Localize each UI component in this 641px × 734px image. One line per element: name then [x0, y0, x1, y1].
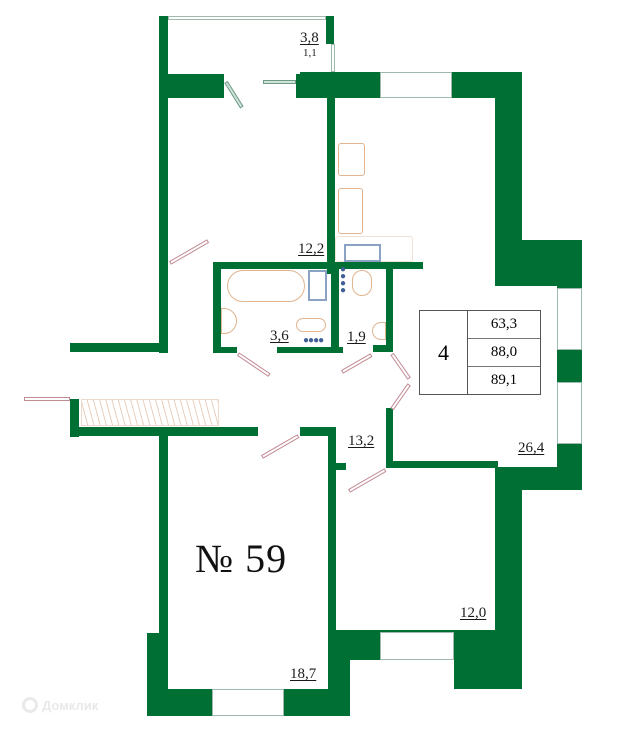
bedroom-bottom-left-area-label: 18,7	[290, 666, 317, 682]
living-area-label: 26,4	[518, 440, 545, 456]
wall-top-right-a	[300, 72, 380, 98]
living-door-b[interactable]	[390, 383, 411, 411]
wall-bath-bottom-b	[277, 347, 343, 353]
wall-toilet-bottom	[373, 345, 393, 352]
bedroom-top-left-area-label: 12,2	[298, 241, 325, 257]
living-door-a[interactable]	[390, 352, 411, 380]
hallway-area-label: 13,2	[348, 433, 375, 449]
balcony-door[interactable]	[224, 80, 244, 109]
watermark: Домклик	[22, 697, 98, 713]
wall-bedroom12-right	[327, 98, 335, 274]
bath-heater-dots-icon: ●●●●	[303, 335, 324, 346]
apartment-number: № 59	[195, 536, 288, 581]
toilet-riser-dots-icon: ●●●●	[340, 264, 346, 296]
living-area-value: 63,3	[468, 311, 540, 339]
wall-corridor-bottom-left	[70, 399, 79, 437]
toilet-icon	[352, 270, 372, 296]
wall-bath-bottom-a	[213, 347, 237, 353]
total-with-balcony-value: 89,1	[490, 372, 518, 388]
wall-corridor-top	[70, 343, 168, 352]
entrance-door[interactable]	[24, 397, 70, 401]
wall-bedroom18-right	[328, 427, 336, 697]
wall-bath-top	[213, 262, 423, 269]
wall-toilet-right	[386, 262, 393, 352]
wall-bottom-right-b	[454, 660, 522, 689]
wall-bedroom18-left	[159, 427, 168, 637]
wall-bedroom12-left	[159, 98, 168, 353]
bedroom12r-door[interactable]	[348, 468, 387, 493]
bedroom-bottom-right-area-label: 12,0	[460, 605, 487, 621]
bedroom18-door[interactable]	[261, 434, 300, 459]
wall-bottom-left-b	[147, 689, 212, 716]
balcony-area-label: 3,8	[300, 30, 319, 46]
toilet-area-label: 1,9	[347, 329, 366, 345]
balcony-door-leaf[interactable]	[263, 80, 296, 84]
bathroom-door[interactable]	[236, 352, 271, 377]
apartment-info-table: 4 63,3 88,0 89,1	[419, 310, 541, 395]
balcony-side-glazing	[331, 44, 335, 72]
bedroom12-door[interactable]	[169, 239, 210, 265]
wall-right-column	[557, 240, 582, 288]
balcony-glazing	[168, 16, 326, 20]
watermark-text: Домклик	[42, 697, 99, 713]
wall-bottom-left-c	[284, 689, 350, 716]
kitchen-window	[380, 72, 452, 98]
stove-icon	[338, 143, 365, 176]
bathtub-icon	[227, 270, 305, 302]
fridge-icon	[344, 244, 381, 262]
balcony-subarea-label: 1,1	[303, 47, 317, 59]
toilet-sink-icon	[372, 322, 386, 340]
toilet-door[interactable]	[341, 353, 373, 374]
wall-corridor-bottom-right	[300, 427, 336, 436]
balcony-wall-left	[159, 16, 168, 98]
living-window-1	[557, 288, 582, 350]
wall-right-upper	[495, 72, 522, 262]
area-values: 63,3 88,0 89,1	[468, 311, 540, 394]
wall-bath-left	[213, 262, 221, 353]
wall-living-left	[386, 408, 393, 468]
wall-right-pier	[557, 350, 582, 382]
bedroom-left-window	[212, 689, 284, 716]
total-area-value: 88,0	[468, 339, 540, 367]
wall-hall-stub	[336, 463, 346, 470]
wall-top-left-block	[159, 74, 224, 98]
wall-bath-toilet-divider	[331, 262, 339, 353]
washing-machine-icon	[308, 270, 327, 301]
rooms-count: 4	[420, 311, 468, 394]
wall-living-bottom	[386, 461, 498, 468]
living-window-2	[557, 382, 582, 444]
balcony-wall-right	[326, 16, 334, 44]
domclick-logo-icon	[22, 697, 38, 713]
bathroom-area-label: 3,6	[270, 328, 289, 344]
bath-sink-icon	[221, 308, 237, 334]
wardrobe-icon	[81, 399, 219, 426]
bedroom-right-window	[380, 632, 454, 660]
sink-icon	[338, 188, 363, 234]
bath-toilet-icon	[296, 318, 326, 332]
